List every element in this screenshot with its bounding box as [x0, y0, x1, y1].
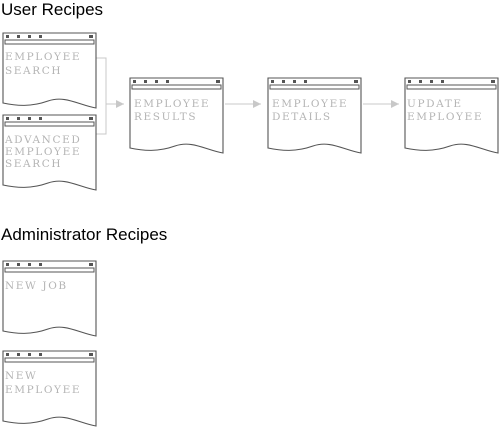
page-update-employee: UPDATE EMPLOYEE: [404, 77, 499, 154]
page-label-line: EMPLOYEE: [134, 98, 210, 110]
page-employee-search: EMPLOYEE SEARCH: [2, 32, 97, 109]
page-employee-details: EMPLOYEE DETAILS: [267, 77, 362, 154]
page-window-icon: [2, 260, 97, 337]
page-label-line: EMPLOYEE: [5, 384, 81, 396]
page-window-icon: [267, 77, 362, 154]
page-advanced-employee-search: ADVANCED EMPLOYEE SEARCH: [2, 114, 97, 191]
page-label-line: EMPLOYEE: [5, 51, 81, 63]
page-label-line: DETAILS: [272, 111, 332, 123]
page-label-line: RESULTS: [134, 111, 197, 123]
search-to-results-connector: [96, 57, 107, 135]
page-window-icon: [2, 32, 97, 109]
page-window-icon: [2, 114, 97, 191]
user-recipes-heading: User Recipes: [1, 0, 103, 19]
page-label-line: EMPLOYEE: [407, 111, 483, 123]
page-label-line: EMPLOYEE: [5, 146, 81, 158]
administrator-recipes-heading: Administrator Recipes: [1, 225, 167, 244]
connectors: [96, 57, 399, 135]
page-employee-results: EMPLOYEE RESULTS: [129, 77, 224, 154]
page-label-line: UPDATE: [407, 98, 463, 110]
page-label-line: NEW JOB: [5, 280, 68, 292]
page-label-line: ADVANCED: [4, 134, 81, 146]
page-window-icon: [129, 77, 224, 154]
page-label-line: EMPLOYEE: [272, 98, 348, 110]
page-label-line: NEW: [5, 370, 37, 382]
page-new-job: NEW JOB: [2, 260, 97, 337]
page-window-icon: [404, 77, 499, 154]
page-window-icon: [2, 350, 97, 427]
page-label-line: SEARCH: [5, 65, 62, 77]
page-new-employee: NEW EMPLOYEE: [2, 350, 97, 427]
page-label-line: SEARCH: [5, 158, 62, 170]
